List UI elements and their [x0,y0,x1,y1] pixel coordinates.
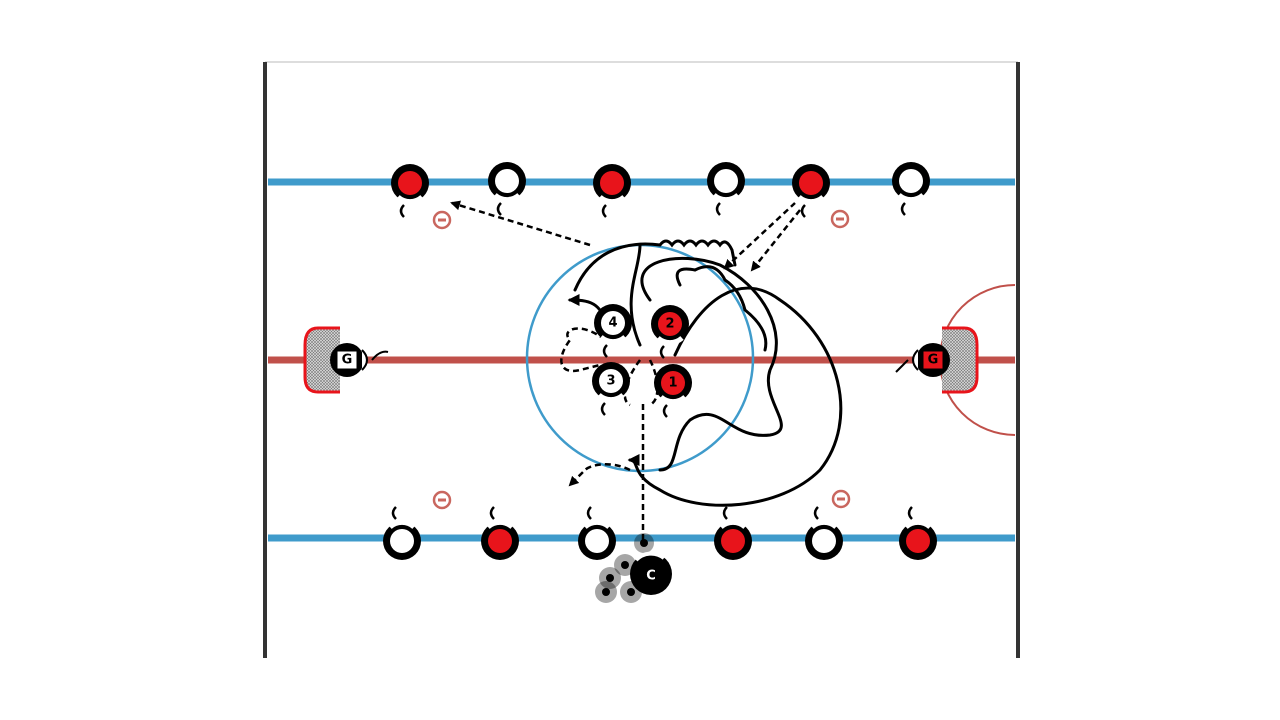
stick-icon [722,506,728,520]
player-white [805,506,843,560]
player-red [481,506,519,560]
stick-icon [489,506,495,520]
players: 4 2 3 1 [383,162,937,560]
stick-icon [715,202,721,216]
player-white [578,506,616,560]
stick-icon [813,506,819,520]
skate-path-center [629,243,642,347]
player-red [899,506,937,560]
stick-icon [600,402,606,416]
stick-icon [900,202,906,216]
player-number: 1 [668,376,677,391]
player-red [391,164,429,218]
coach-label: C [646,569,656,584]
skate-path-inner-loop [640,256,783,472]
pass-to-top-right [723,202,796,270]
stick-icon [496,202,502,216]
stick-icon [659,345,665,359]
goalie-left: G [330,343,389,377]
stick-icon [800,204,806,218]
player-number: 3 [606,374,615,389]
skate-path-big-loop [627,286,843,507]
minus-markers [432,209,851,510]
goalie-label: G [928,353,939,368]
player-red [792,164,830,218]
player-white: 4 [594,304,632,358]
player-white: 3 [592,362,630,416]
minus-marker [432,210,452,230]
player-white [892,162,930,216]
minus-marker [830,209,850,229]
pass-dashed-left [560,327,606,373]
player-number: 2 [665,317,674,332]
coach: C [630,551,672,595]
right-goal [942,326,979,394]
pass-right-return [750,209,801,272]
pass-to-top-left [450,200,591,247]
player-white [707,162,745,216]
player-red: 2 [651,305,689,359]
player-white [488,162,526,216]
pass-paths [450,200,801,540]
stick-icon [662,404,668,418]
minus-marker [432,490,452,510]
player-red [593,164,631,218]
stick-icon [601,204,607,218]
minus-marker [831,489,851,509]
player-white [383,506,421,560]
player-red [714,506,752,560]
goalie-label: G [342,353,353,368]
skate-path-wavy-right [675,265,768,352]
left-goal [303,326,340,394]
skating-paths [567,239,843,507]
pass-dashed-bottom [568,463,631,487]
player-red: 1 [654,364,692,418]
stick-icon [399,204,405,218]
player-number: 4 [608,316,617,331]
stick-icon [907,506,913,520]
goalie-right: G [895,343,950,377]
pucks [602,539,648,596]
stick-icon [586,506,592,520]
skate-path-wavy [573,239,737,292]
stick-icon [602,344,608,358]
stick-icon [391,506,397,520]
